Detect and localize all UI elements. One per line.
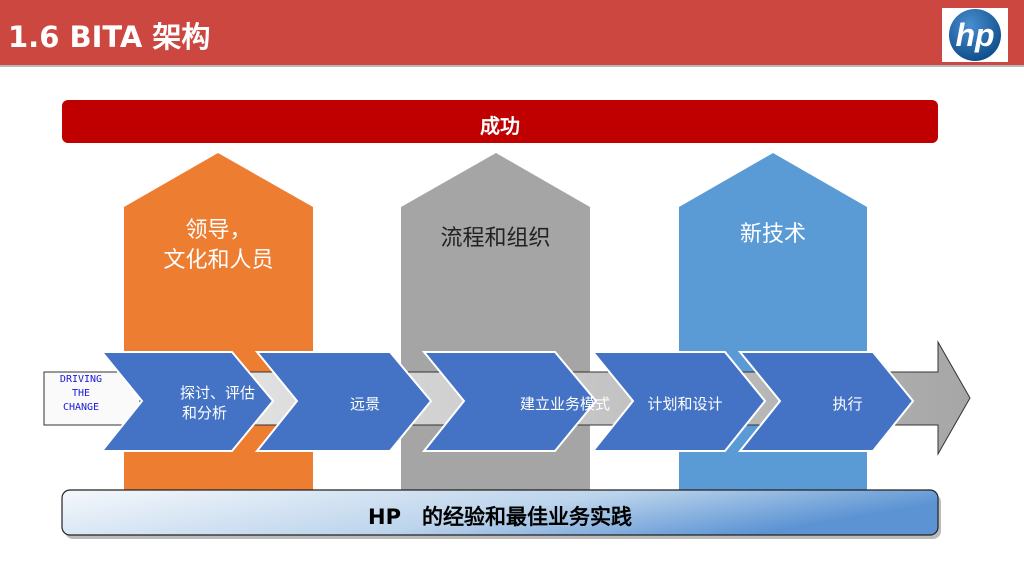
- header-bar: 1.6 BITA 架构 hp: [0, 0, 1024, 67]
- step-3-label: 建立业务模式: [519, 395, 610, 413]
- driving-the-change-label: DRIVING THE CHANGE: [44, 373, 118, 415]
- driving-line3: CHANGE: [62, 402, 100, 413]
- driving-line1: DRIVING: [59, 374, 103, 385]
- step-5-label: 执行: [832, 395, 863, 413]
- step-chevron-1: [99, 351, 275, 452]
- step-1-line2: 和分析: [182, 404, 228, 422]
- pillar-process-label: 流程和组织: [440, 226, 551, 251]
- step-chevron-5: [737, 351, 915, 452]
- hp-logo: hp: [942, 8, 1008, 62]
- pillar-people-label: 领导， 文化和人员: [124, 216, 313, 276]
- success-label: 成功: [480, 114, 520, 138]
- best-practice-label: HP 的经验和最佳业务实践: [368, 505, 632, 529]
- pillar-technology-label: 新技术: [739, 222, 806, 247]
- step-1-line1: 探讨、评估: [180, 384, 256, 402]
- step-4-label: 计划和设计: [647, 395, 723, 413]
- pillar-people-line2: 文化和人员: [163, 248, 274, 273]
- step-1-label: 探讨、评估 和分析: [150, 383, 270, 423]
- driving-box: [43, 371, 141, 426]
- step-chevron-3: [421, 351, 598, 452]
- page-title: 1.6 BITA 架构: [8, 20, 211, 54]
- driving-line2: THE: [71, 388, 91, 399]
- success-bar: [62, 100, 938, 143]
- step-chevron-2: [254, 351, 433, 452]
- step-chevron-4: [590, 351, 767, 452]
- best-practice-bar: [61, 489, 939, 536]
- svg-text:hp: hp: [955, 17, 994, 53]
- pillar-people-line1: 领导，: [185, 218, 252, 243]
- step-2-label: 远景: [349, 395, 380, 413]
